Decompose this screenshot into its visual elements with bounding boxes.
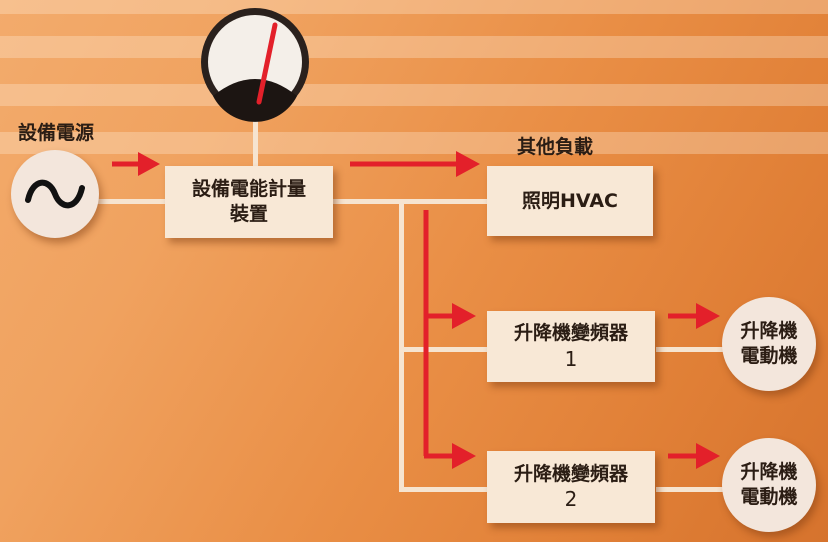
arrowhead-drive2-motor2 bbox=[696, 443, 720, 469]
wire-bus-drive1 bbox=[399, 347, 487, 352]
meter-box-line1: 設備電能計量 bbox=[191, 178, 306, 201]
drive1-box: 升降機變頻器 1 bbox=[487, 311, 655, 382]
lighting-box: 照明HVAC bbox=[487, 166, 653, 236]
ac-source-icon bbox=[25, 179, 85, 209]
meter-box-line2: 裝置 bbox=[229, 203, 268, 225]
meter-box: 設備電能計量 裝置 bbox=[165, 166, 333, 238]
motor2-line2: 電動機 bbox=[740, 486, 798, 508]
drive1-number: 1 bbox=[564, 346, 578, 371]
arrowhead-meter-load bbox=[456, 151, 480, 177]
wire-source-meter bbox=[95, 199, 170, 204]
bg-stripe bbox=[0, 0, 828, 14]
wire-drive1-motor1 bbox=[656, 347, 726, 352]
wire-meter-up bbox=[253, 112, 258, 170]
motor1-line2: 電動機 bbox=[740, 345, 798, 367]
motor1-line1: 升降機 bbox=[740, 320, 798, 343]
bg-stripe bbox=[0, 132, 828, 154]
drive2-number: 2 bbox=[564, 487, 578, 512]
other-load-label: 其他負載 bbox=[517, 136, 594, 158]
wire-meter-bus bbox=[333, 199, 488, 204]
wire-drive2-motor2 bbox=[656, 487, 726, 492]
motor2-circle: 升降機 電動機 bbox=[722, 438, 816, 532]
drive2-box: 升降機變頻器 2 bbox=[487, 451, 655, 523]
source-label: 設備電源 bbox=[18, 122, 95, 144]
drive1-name: 升降機變頻器 bbox=[513, 322, 628, 345]
arrowhead-drive1-motor1 bbox=[696, 303, 720, 329]
arrowhead-feed-drive1 bbox=[452, 303, 476, 329]
wire-bus-drive2 bbox=[399, 487, 487, 492]
lighting-box-label: 照明HVAC bbox=[522, 189, 618, 212]
arrowhead-source-meter bbox=[138, 152, 160, 176]
motor1-circle: 升降機 電動機 bbox=[722, 297, 816, 391]
arrowhead-feed-drive2 bbox=[452, 443, 476, 469]
bg-stripe bbox=[0, 84, 828, 106]
ac-source bbox=[11, 150, 99, 238]
drive2-name: 升降機變頻器 bbox=[513, 462, 628, 485]
motor2-line1: 升降機 bbox=[740, 461, 798, 484]
